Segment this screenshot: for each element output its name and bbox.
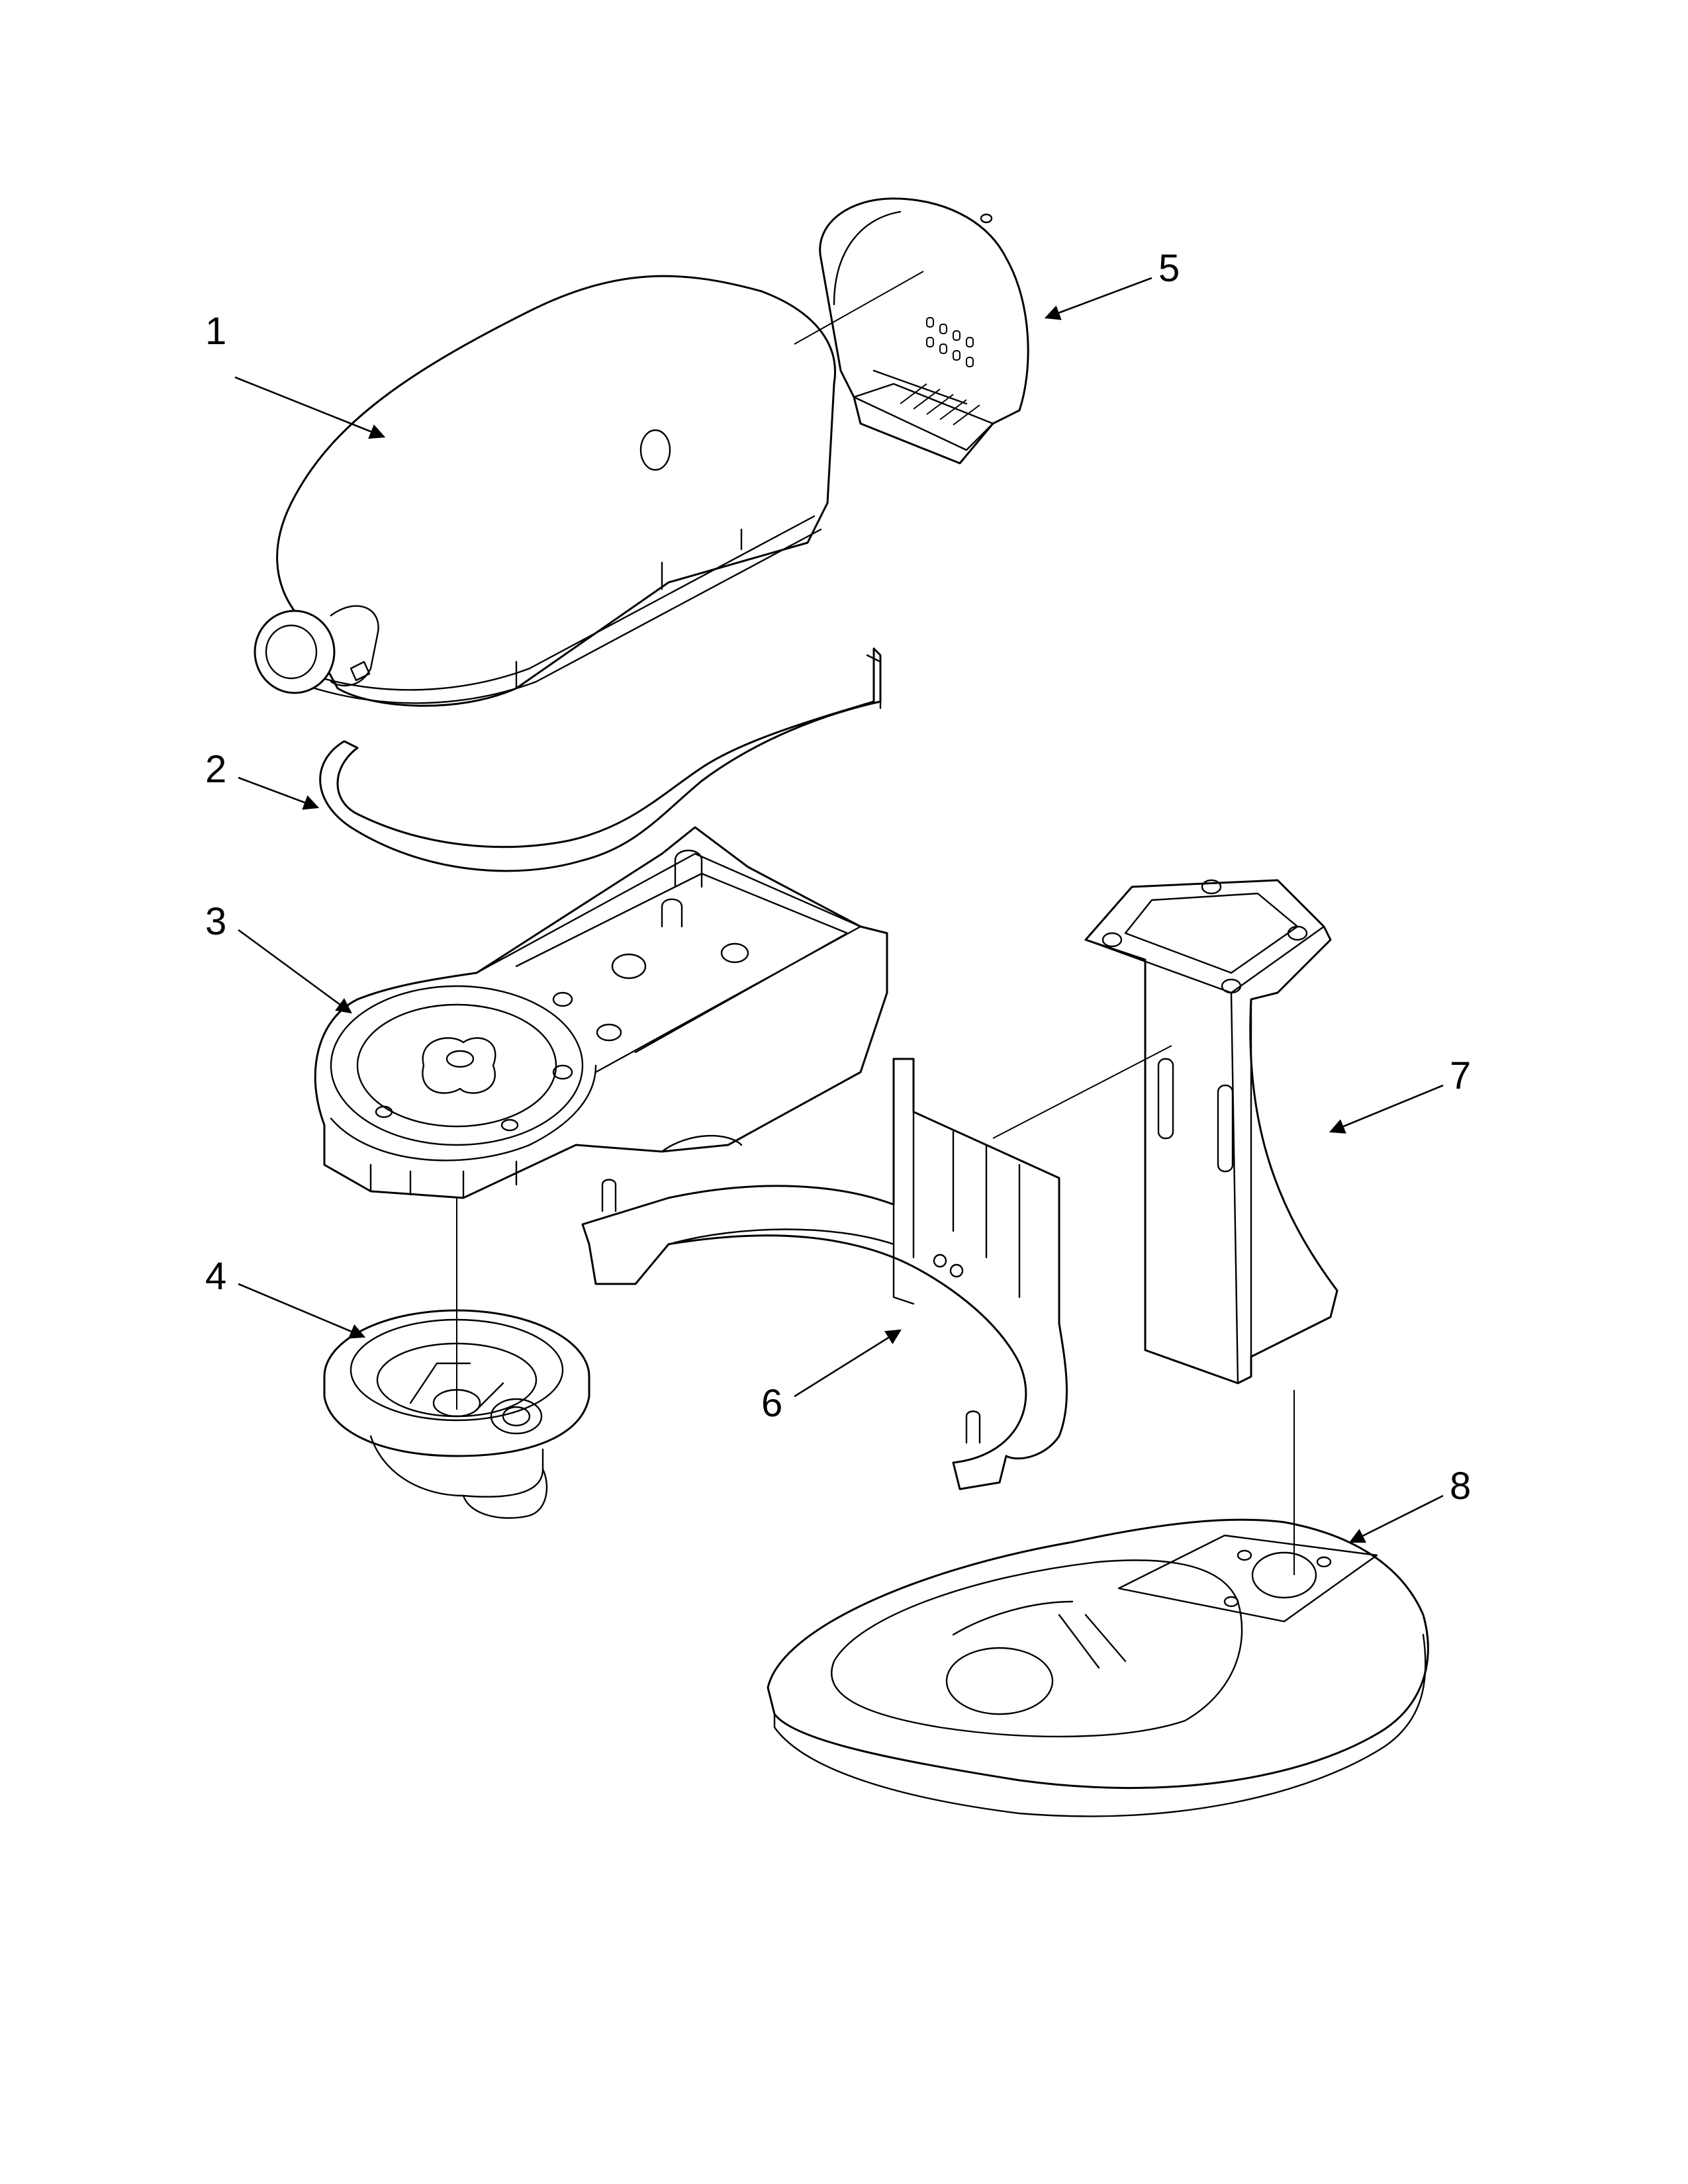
part-7-column[interactable] — [1084, 879, 1338, 1385]
callout-leaders — [234, 277, 1444, 1543]
part-3-gear-housing[interactable] — [314, 826, 888, 1199]
callout-labels: 1 2 3 4 5 6 7 8 — [205, 247, 1471, 1508]
callout-2: 2 — [205, 748, 226, 791]
callout-4: 4 — [205, 1255, 226, 1298]
callout-6: 6 — [761, 1382, 782, 1425]
callout-3: 3 — [205, 900, 226, 943]
callout-7: 7 — [1450, 1054, 1471, 1097]
part-1-motor-housing[interactable] — [254, 275, 836, 707]
part-2-trim-band[interactable] — [319, 647, 882, 872]
callout-1: 1 — [205, 310, 226, 353]
part-5-rear-vent-cover[interactable] — [819, 197, 1029, 465]
vent-holes — [926, 317, 974, 367]
part-6-bowl-bracket[interactable] — [581, 1058, 1068, 1490]
callout-5: 5 — [1158, 247, 1180, 290]
callout-8: 8 — [1450, 1465, 1471, 1508]
alignment-lines — [456, 271, 1295, 1575]
vent-slots — [900, 383, 980, 426]
part-8-base[interactable] — [767, 1518, 1429, 1817]
